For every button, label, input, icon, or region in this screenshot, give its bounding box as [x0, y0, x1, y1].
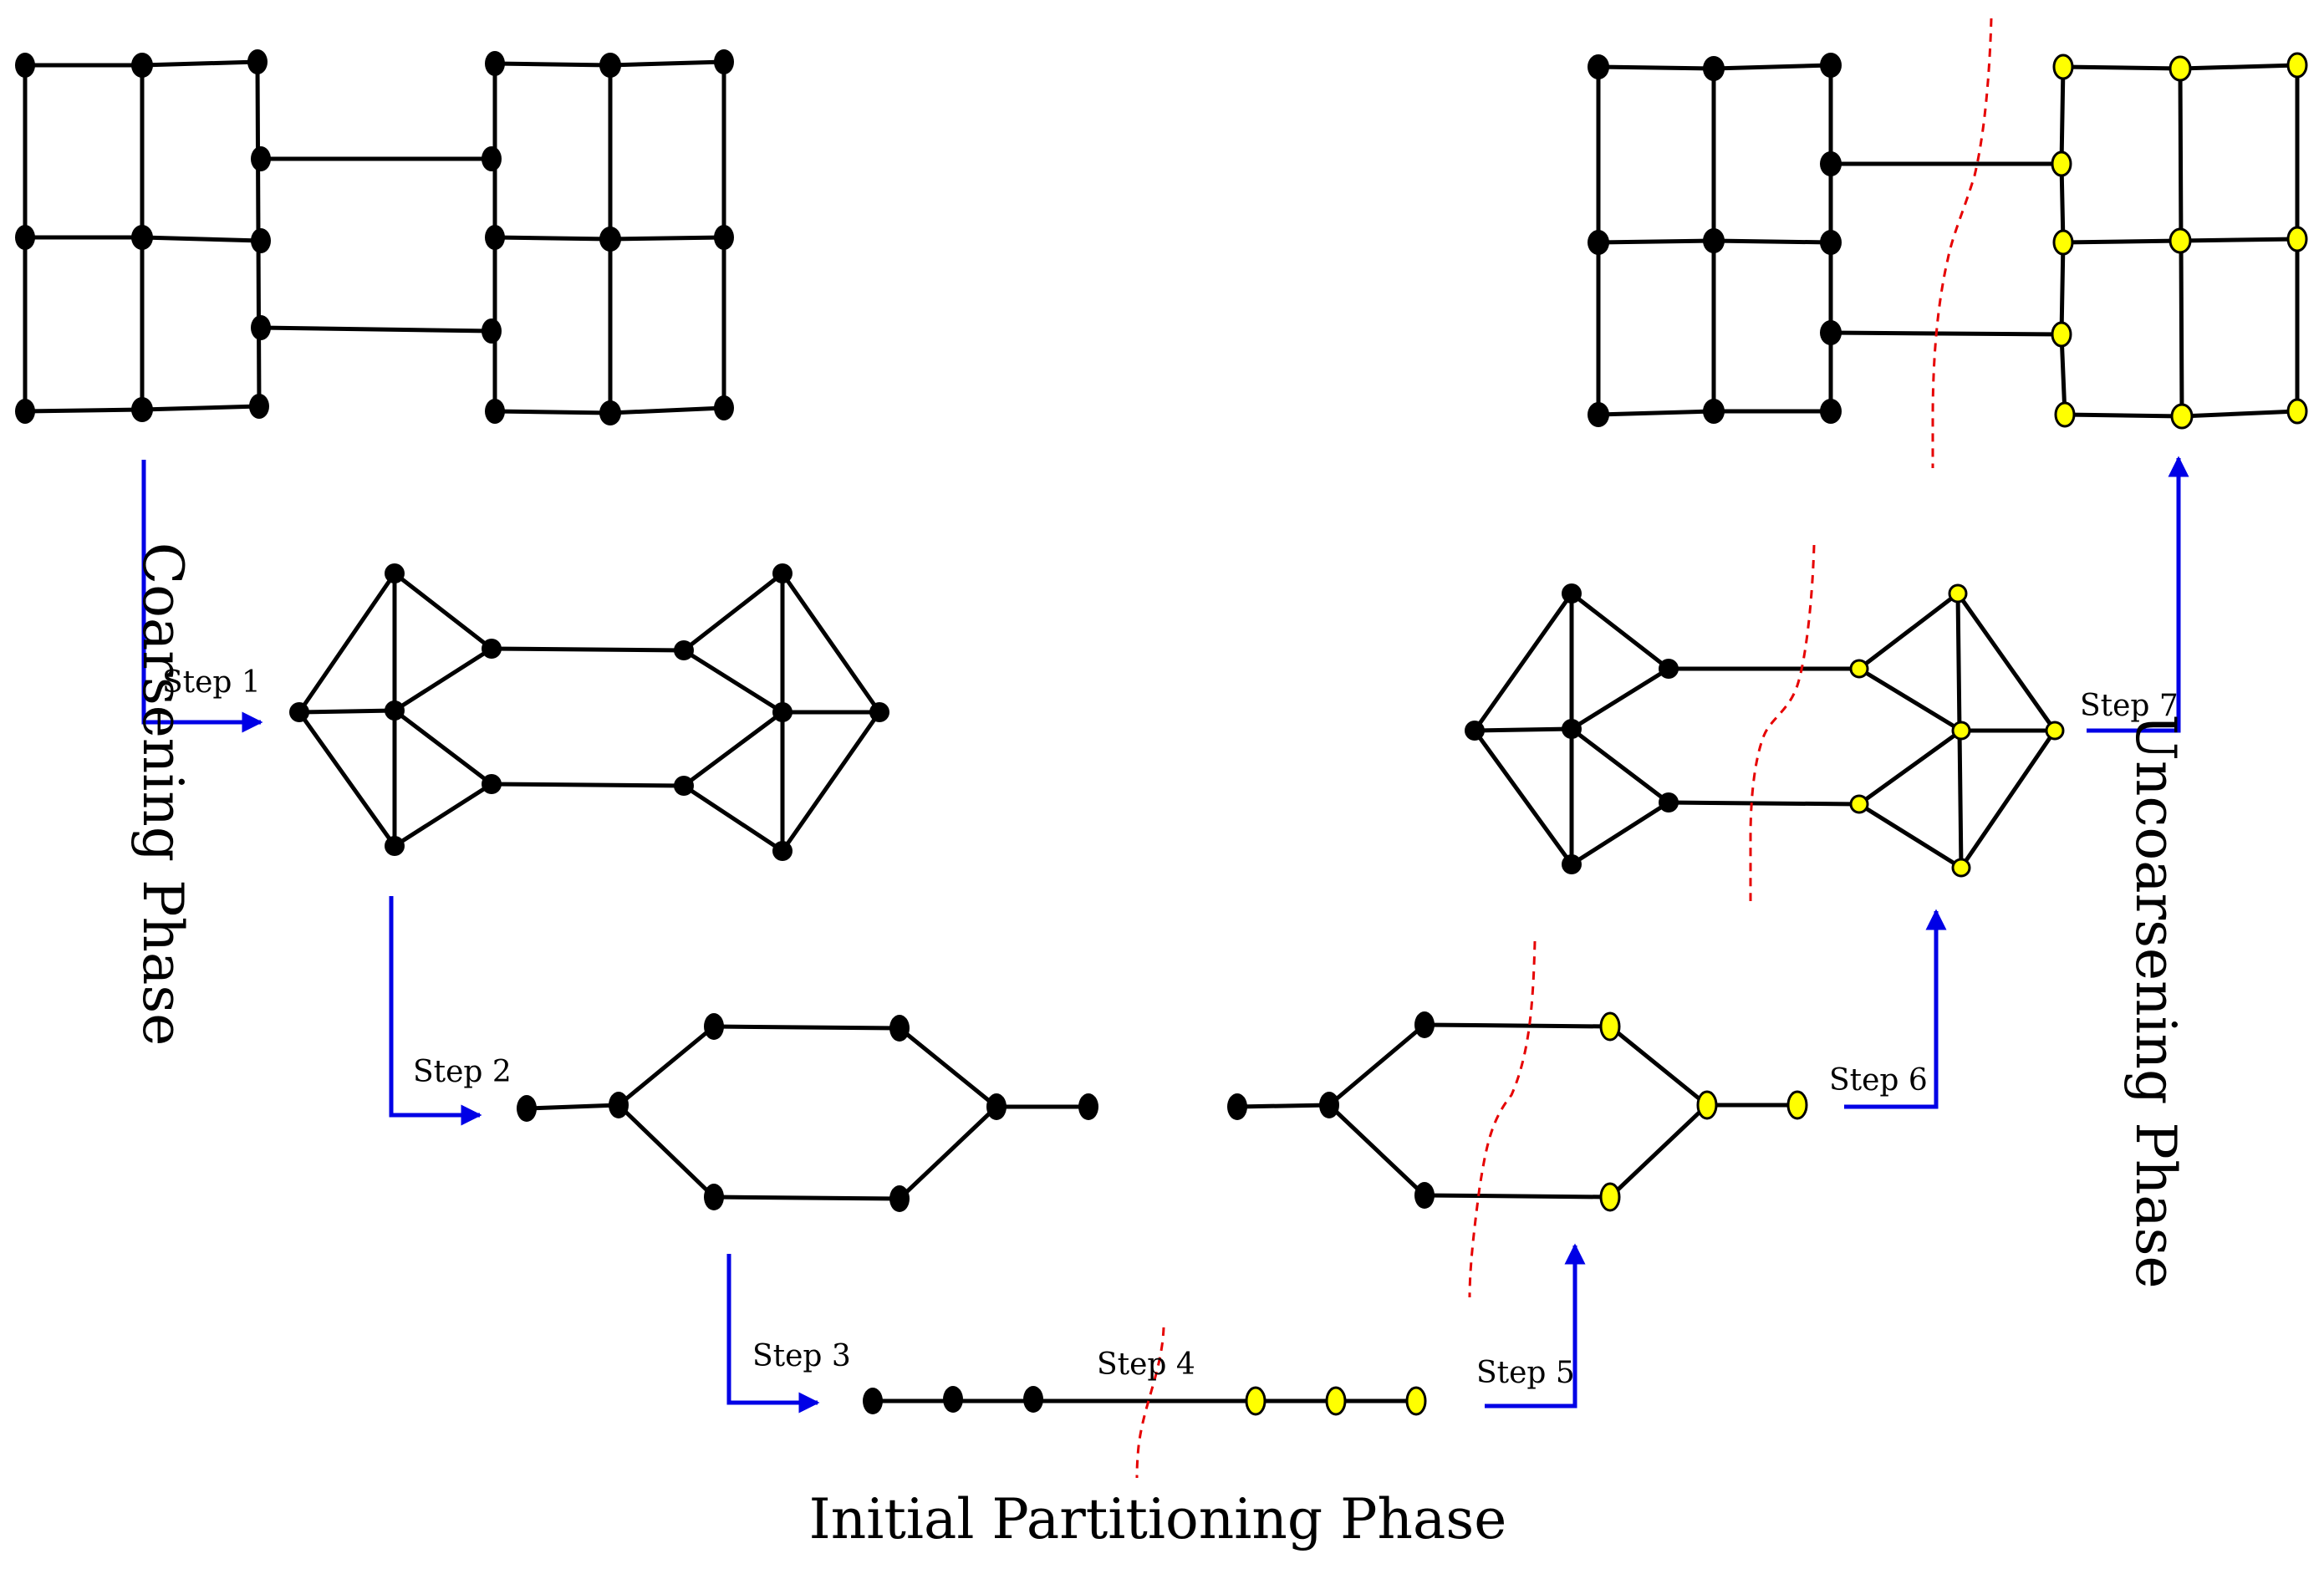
- step-7-arrow: [2087, 456, 2189, 733]
- step-6-arrow: [1844, 909, 1947, 1109]
- step-4-label: Step 4: [1097, 1347, 1195, 1382]
- coarse-graph-level-1-nodes: [289, 563, 889, 861]
- refined-graph-level-1-nodes: [1465, 583, 2065, 878]
- uncoarsening-phase-label: Uncoarsening Phase: [2123, 714, 2188, 1288]
- partition-cut-final: [1931, 18, 1993, 468]
- step-1-label: Step 1: [162, 665, 261, 700]
- refined-graph-level-2-nodes: [1227, 1011, 1808, 1212]
- step-5-label: Step 5: [1476, 1356, 1575, 1390]
- original-graph-nodes: [15, 49, 734, 425]
- step-2-arrow: [389, 896, 482, 1126]
- step-6-label: Step 6: [1829, 1063, 1928, 1098]
- step-2-label: Step 2: [413, 1055, 512, 1089]
- refined-graph-level-2: [1235, 1022, 1800, 1200]
- step-3-arrow: [726, 1254, 820, 1414]
- coarsening-phase-label: Coarsening Phase: [130, 543, 195, 1047]
- partition-cut-step-6: [1749, 544, 1816, 901]
- initial-partitioning-phase-label: Initial Partitioning Phase: [809, 1487, 1507, 1551]
- step-5-arrow: [1485, 1243, 1586, 1409]
- final-partitioned-graph: [1596, 63, 2300, 419]
- coarse-graph-level-2-nodes: [517, 1013, 1098, 1212]
- final-partitioned-graph-nodes: [1588, 52, 2308, 430]
- partition-cut-step-5: [1468, 940, 1537, 1298]
- coarse-graph-level-2: [524, 1024, 1091, 1201]
- step-1-arrow: [141, 460, 263, 733]
- partition-cut-step-4: [1135, 1327, 1165, 1479]
- coarsest-graph-nodes: [863, 1386, 1427, 1416]
- step-3-label: Step 3: [752, 1339, 851, 1373]
- step-7-label: Step 7: [2080, 689, 2179, 723]
